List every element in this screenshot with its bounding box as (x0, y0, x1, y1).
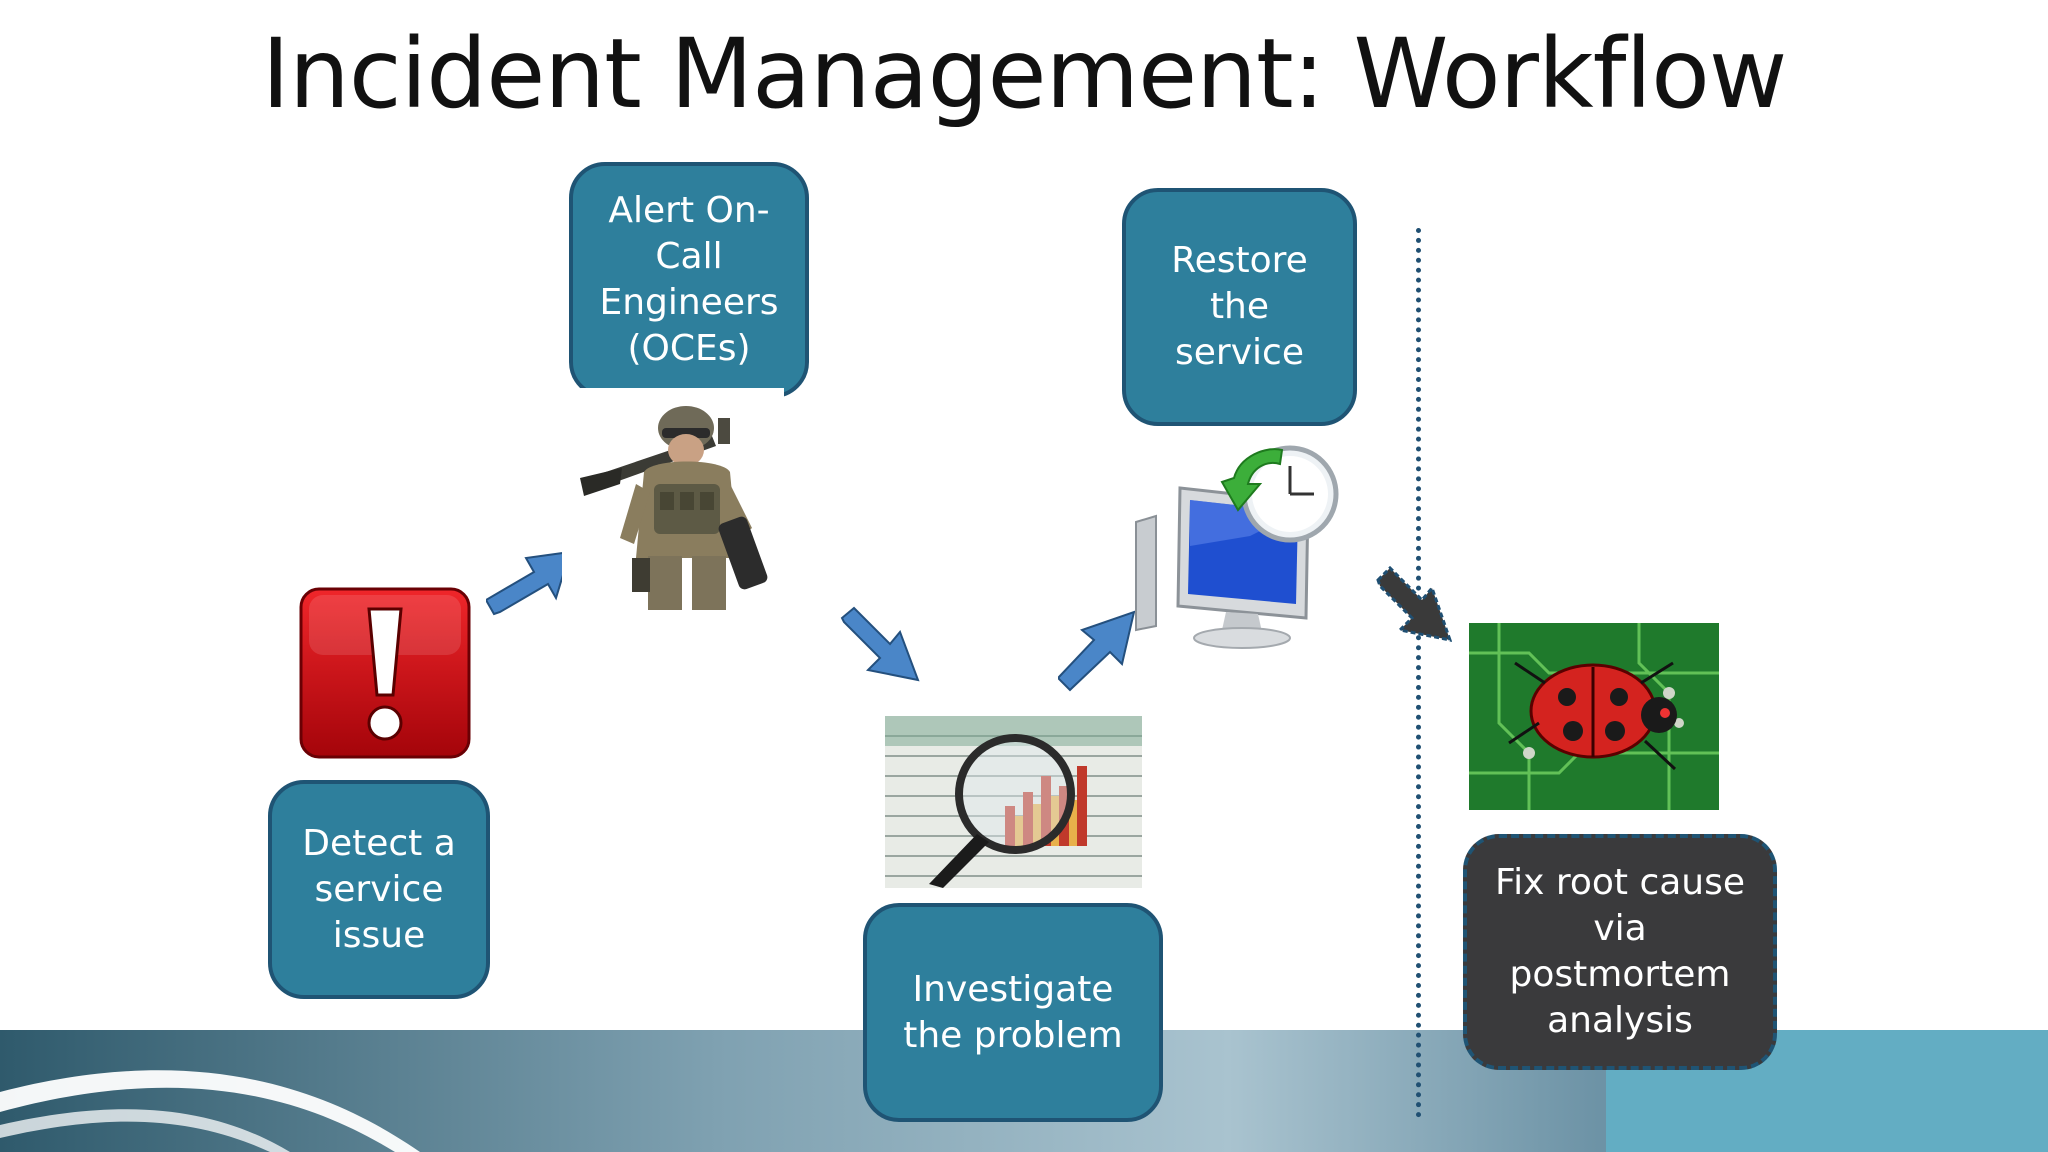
arrow-restore-to-fix (1376, 566, 1452, 642)
step-detect-label: Detect a service issue (302, 822, 456, 956)
step-fix-label: Fix root cause via postmortem analysis (1494, 862, 1746, 1041)
magnifying-glass-chart-photo (885, 716, 1142, 888)
ladybug-circuit-board-photo (1469, 623, 1719, 810)
step-restore: Restore the service (1122, 188, 1357, 426)
step-investigate: Investigate the problem (863, 903, 1163, 1122)
computer-restore-clock-icon (1135, 445, 1339, 649)
step-fix: Fix root cause via postmortem analysis (1463, 834, 1777, 1070)
arrow-detect-to-alert (486, 550, 572, 616)
soldier-photo (562, 388, 784, 610)
step-detect: Detect a service issue (268, 780, 490, 999)
arrow-investigate-to-restore (1058, 610, 1136, 692)
step-alert: Alert On- Call Engineers (OCEs) (569, 162, 809, 398)
exclamation-warning-icon (299, 587, 471, 759)
step-restore-label: Restore the service (1171, 240, 1308, 373)
arrow-alert-to-investigate (840, 606, 920, 682)
step-alert-label: Alert On- Call Engineers (OCEs) (599, 190, 779, 369)
phase-divider (1416, 228, 1421, 1118)
slide-title: Incident Management: Workflow (261, 18, 1788, 130)
step-investigate-label: Investigate the problem (903, 968, 1123, 1056)
